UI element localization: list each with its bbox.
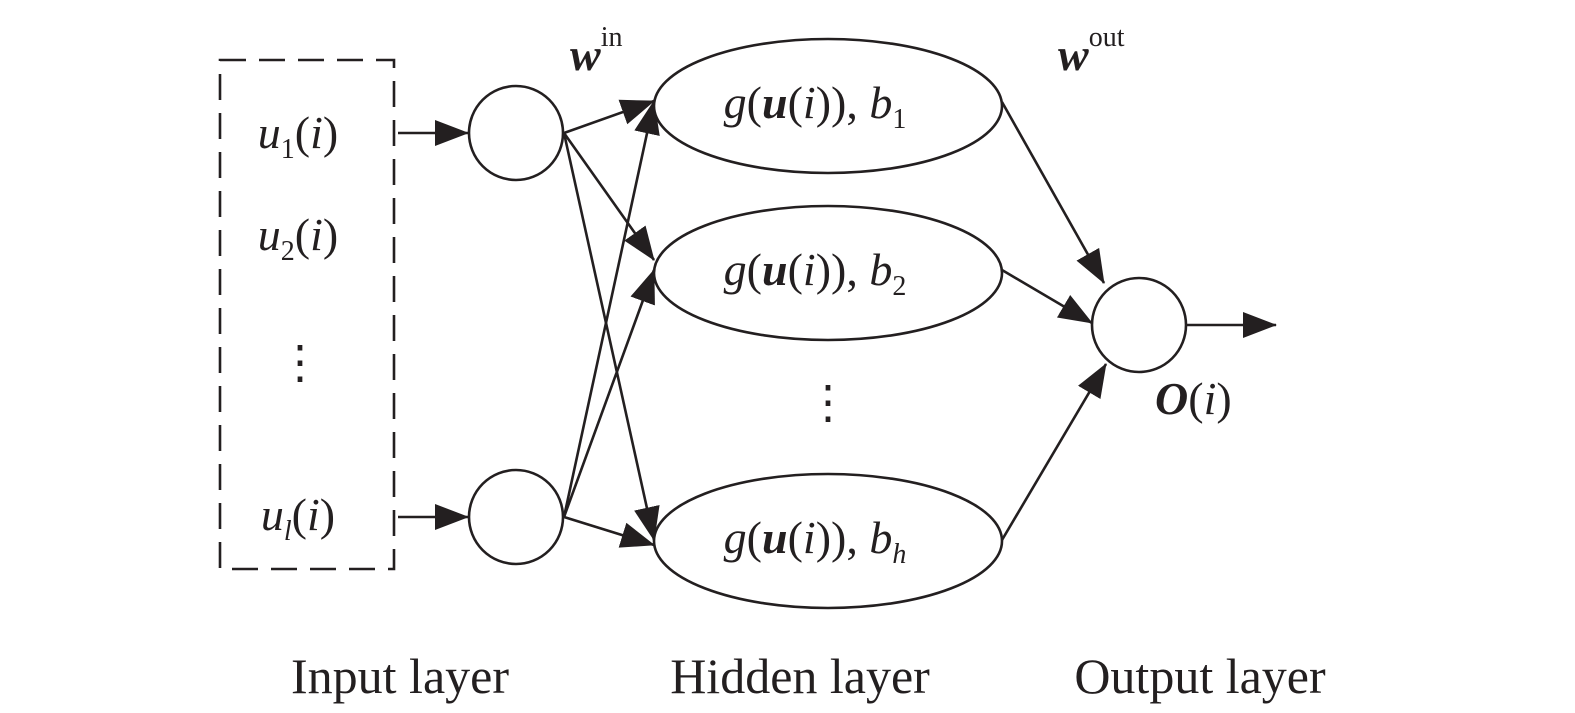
hidden-node-1-label: g(u(i)), b1 (724, 77, 907, 135)
input-item-l: ul(i) (261, 489, 335, 547)
hidden-node-1 (652, 37, 1004, 175)
hidden-node-2 (652, 204, 1004, 342)
input-item-1: u1(i) (258, 107, 338, 165)
edge-hh-out (1000, 363, 1108, 541)
hidden-node-h-label: g(u(i)), bh (724, 512, 907, 570)
hidden-node-2-label: g(u(i)), b2 (724, 244, 907, 302)
input-node-l (467, 468, 565, 566)
output-node (1090, 276, 1188, 374)
edge-inl-h2 (562, 269, 656, 518)
hidden-node-h (652, 472, 1004, 610)
output-label: O(i) (1155, 373, 1232, 424)
hidden-layer-label: Hidden layer (670, 648, 930, 704)
input-layer-label: Input layer (291, 648, 509, 704)
edge-h1-out (1000, 101, 1106, 284)
output-layer-label: Output layer (1074, 648, 1326, 704)
hidden-ellipsis: ⋮ (805, 377, 851, 428)
edge-in1-h1 (563, 99, 655, 135)
input-ellipsis: ⋮ (277, 337, 323, 388)
input-vector-box (218, 58, 396, 571)
edge-inl-hh (563, 515, 655, 548)
input-item-2: u2(i) (258, 209, 338, 267)
edge-in1-h2 (562, 132, 656, 261)
edge-h2-out (1001, 268, 1093, 325)
weight-out-label: wout (1058, 22, 1125, 80)
edge-inl-h1 (562, 100, 660, 518)
edge-in1-hh (562, 132, 660, 541)
input-node-1 (467, 84, 565, 182)
weight-in-label: win (570, 22, 622, 80)
